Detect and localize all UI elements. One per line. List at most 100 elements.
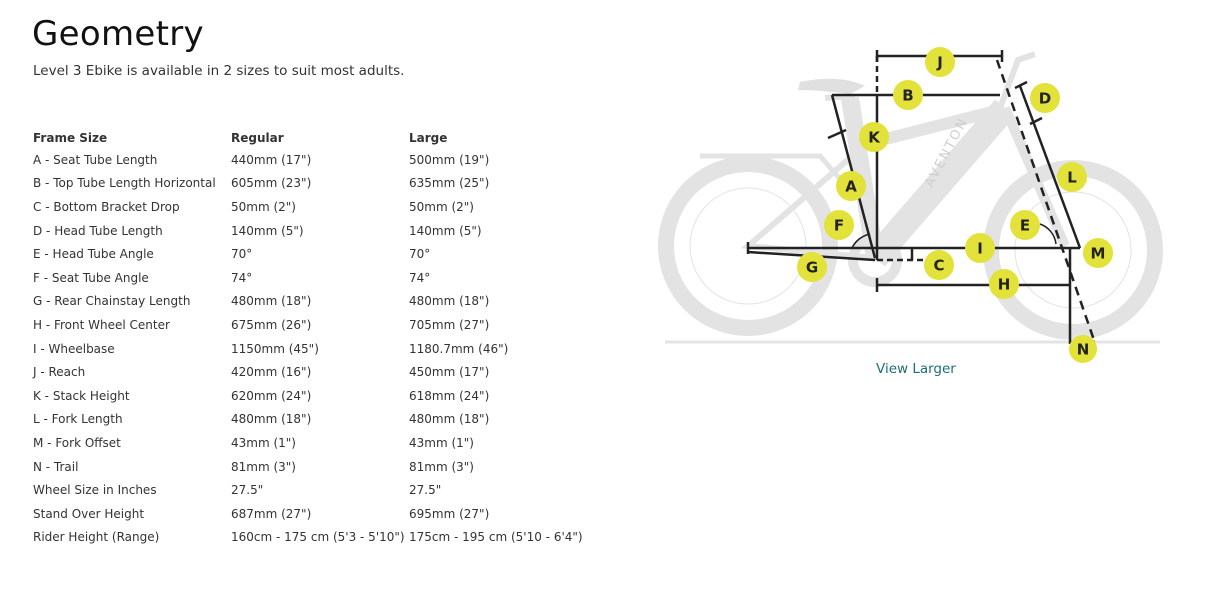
marker-h-text: H [998, 276, 1011, 294]
marker-l-text: L [1067, 169, 1077, 187]
handlebar-stem [997, 51, 1036, 110]
regular-value: 480mm (18") [231, 294, 312, 309]
marker-e [1010, 210, 1040, 240]
marker-n [1069, 335, 1097, 363]
spec-name: F - Seat Tube Angle [33, 270, 149, 285]
spec-name: D - Head Tube Length [33, 223, 163, 238]
spec-name: Stand Over Height [33, 506, 145, 521]
large-value: 70° [409, 247, 431, 262]
large-value: 635mm (25") [409, 176, 490, 191]
marker-b-text: B [902, 87, 913, 105]
seat-tube-tick [827, 128, 847, 140]
marker-l [1057, 162, 1087, 192]
head-tube-tick-bottom [1029, 116, 1043, 126]
marker-i [965, 233, 995, 263]
regular-value: 420mm (16") [231, 365, 312, 380]
marker-c [924, 250, 954, 280]
spec-name: B - Top Tube Length Horizontal [33, 176, 216, 191]
geometry-table: Frame Size Regular Large A - Seat Tube L… [33, 127, 583, 549]
marker-k-text: K [868, 129, 881, 147]
large-value: 480mm (18") [409, 412, 490, 427]
large-value: 695mm (27") [409, 506, 490, 521]
table-row: D - Head Tube Length 140mm (5") 140mm (5") [33, 219, 583, 243]
steering-axis-dashed [995, 59, 1097, 344]
regular-value: 620mm (24") [231, 388, 312, 403]
spec-name: A - Seat Tube Length [33, 152, 158, 167]
page-subtitle: Level 3 Ebike is available in 2 sizes to… [33, 63, 405, 79]
rear-rack [700, 153, 850, 190]
regular-value: 27.5" [231, 483, 264, 498]
marker-f [824, 210, 854, 240]
rear-wheel [658, 156, 838, 336]
marker-n-text: N [1077, 341, 1090, 359]
spec-name: H - Front Wheel Center [33, 317, 170, 332]
marker-m-text: M [1091, 245, 1106, 263]
regular-value: 605mm (23") [231, 176, 312, 191]
marker-k [859, 122, 889, 152]
spec-name: G - Rear Chainstay Length [33, 294, 191, 309]
column-header-frame-size: Frame Size [33, 130, 108, 145]
spec-name: L - Fork Length [33, 412, 123, 427]
marker-g-text: G [806, 259, 818, 277]
spec-name: N - Trail [33, 459, 79, 474]
head-angle-arc [1039, 223, 1057, 245]
table-row: B - Top Tube Length Horizontal 605mm (23"… [33, 172, 583, 196]
table-row: L - Fork Length 480mm (18") 480mm (18") [33, 408, 583, 432]
fork-shape [1000, 106, 1070, 248]
head-tube-tick-top [1014, 80, 1028, 90]
marker-f-text: F [834, 217, 844, 235]
table-header-row: Frame Size Regular Large [33, 127, 583, 148]
spec-name: J - Reach [33, 365, 86, 380]
page-title: Geometry [32, 14, 204, 54]
marker-i-text: I [977, 240, 983, 258]
saddle [798, 78, 865, 94]
regular-value: 74° [231, 270, 253, 285]
large-value: 175cm - 195 cm (5'10 - 6'4") [409, 530, 583, 545]
column-header-large: Large [409, 130, 448, 145]
regular-value: 675mm (26") [231, 317, 312, 332]
down-tube-shape [865, 99, 1015, 267]
regular-value: 140mm (5") [231, 223, 304, 238]
regular-value: 440mm (17") [231, 152, 312, 167]
front-wheel [983, 160, 1163, 340]
regular-value: 43mm (1") [231, 435, 296, 450]
regular-value: 70° [231, 247, 253, 262]
label-markers: J B D K L A F E I M G C H N [797, 47, 1113, 363]
seat-angle-arc [851, 233, 871, 249]
large-value: 74° [409, 270, 431, 285]
marker-a-text: A [845, 178, 857, 196]
table-row: J - Reach 420mm (16") 450mm (17") [33, 360, 583, 384]
spec-name: M - Fork Offset [33, 435, 121, 450]
regular-value: 480mm (18") [231, 412, 312, 427]
regular-value: 160cm - 175 cm (5'3 - 5'10") [231, 530, 405, 545]
marker-h [989, 269, 1019, 299]
marker-j [925, 47, 955, 77]
table-row: F - Seat Tube Angle 74° 74° [33, 266, 583, 290]
spec-name: C - Bottom Bracket Drop [33, 199, 180, 214]
fork-length-line [1018, 85, 1082, 249]
regular-value: 687mm (27") [231, 506, 312, 521]
spec-name: K - Stack Height [33, 388, 130, 403]
spec-name: Wheel Size in Inches [33, 483, 157, 498]
view-larger-link[interactable]: View Larger [876, 361, 956, 377]
marker-m [1083, 238, 1113, 268]
marker-d-text: D [1039, 90, 1051, 108]
marker-a [836, 171, 866, 201]
marker-e-text: E [1020, 217, 1030, 235]
large-value: 1180.7mm (46") [409, 341, 509, 356]
table-row: Rider Height (Range)160cm - 175 cm (5'3 … [33, 526, 583, 550]
spec-name: I - Wheelbase [33, 341, 115, 356]
marker-d [1030, 83, 1060, 113]
large-value: 140mm (5") [409, 223, 482, 238]
large-value: 450mm (17") [409, 365, 490, 380]
